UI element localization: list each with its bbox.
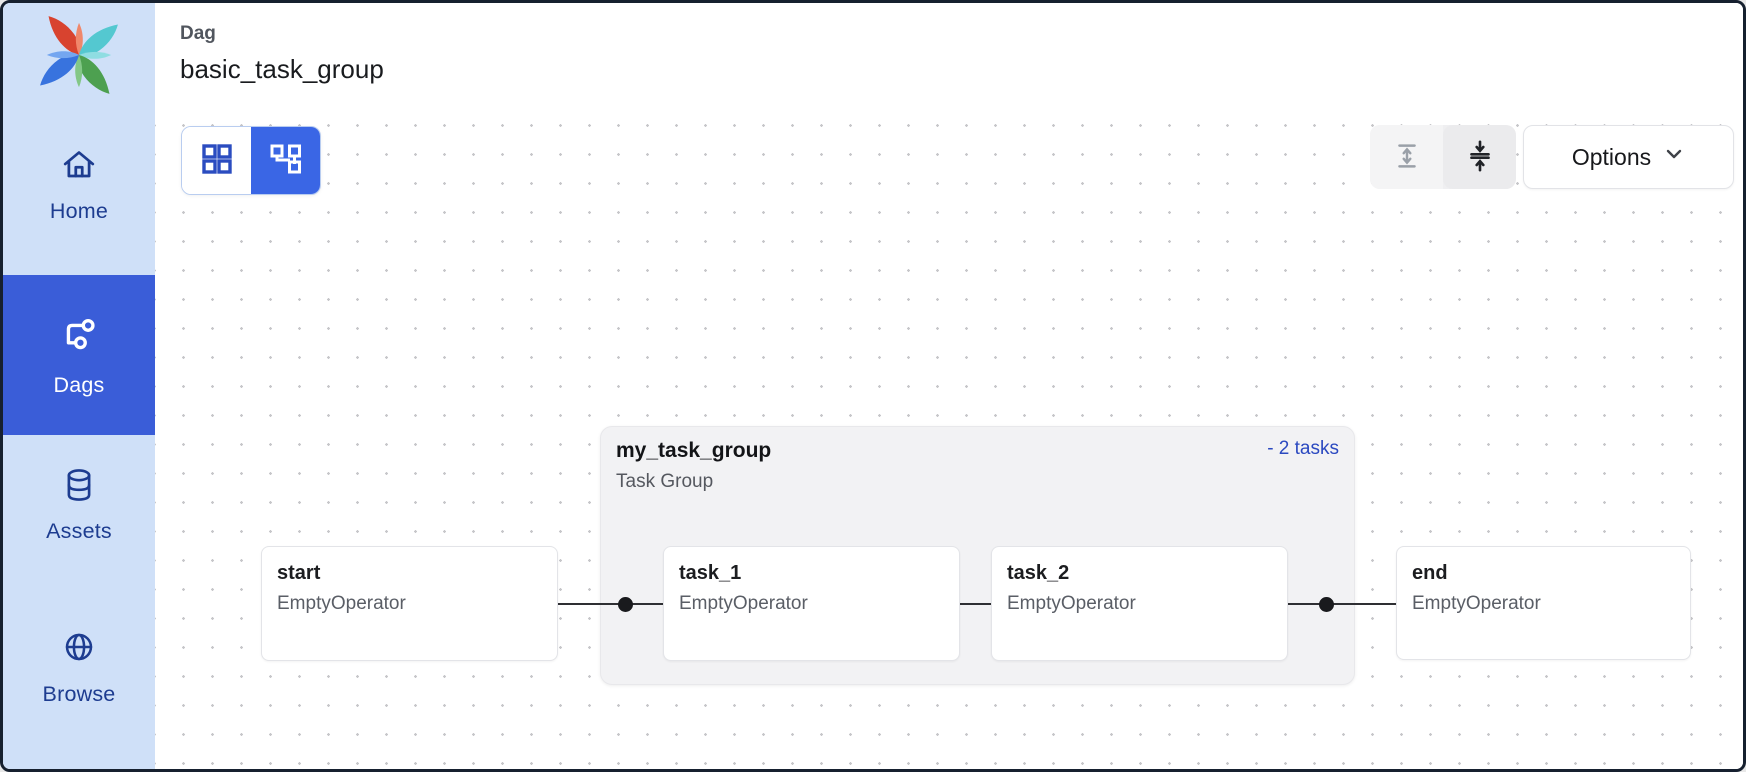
page-header: Dag basic_task_group — [180, 23, 384, 85]
grid-icon — [200, 142, 234, 179]
task-node-start[interactable]: start EmptyOperator — [261, 546, 558, 661]
sidebar-item-home[interactable]: Home — [3, 121, 155, 243]
expand-all-groups-button[interactable] — [1370, 125, 1443, 189]
task-node-task-2[interactable]: task_2 EmptyOperator — [991, 546, 1288, 661]
group-output-port-dot — [1318, 596, 1334, 612]
main-content: Dag basic_task_group — [155, 3, 1743, 769]
options-button[interactable]: Options — [1523, 125, 1734, 189]
task-group-subtitle: Task Group — [616, 471, 714, 492]
task-node-end[interactable]: end EmptyOperator — [1396, 546, 1691, 660]
task-operator: EmptyOperator — [277, 593, 406, 614]
sidebar-item-label: Browse — [42, 682, 116, 706]
chevron-down-icon — [1663, 143, 1685, 171]
home-icon — [56, 141, 102, 187]
task-group-title: my_task_group — [616, 439, 772, 462]
sidebar: Home Dags Assets — [3, 3, 155, 769]
edge-start-to-task1 — [558, 603, 663, 605]
edge-task1-to-task2 — [960, 603, 991, 605]
globe-icon — [56, 624, 102, 670]
collapse-all-groups-button[interactable] — [1443, 125, 1516, 189]
task-operator: EmptyOperator — [679, 593, 808, 614]
page-eyebrow: Dag — [180, 23, 216, 44]
page-title: basic_task_group — [180, 54, 384, 84]
fold-vertical-icon — [1463, 139, 1497, 176]
view-mode-toggle — [181, 126, 321, 195]
edge-task2-to-end — [1288, 603, 1396, 605]
task-node-task-1[interactable]: task_1 EmptyOperator — [663, 546, 960, 661]
task-title: start — [277, 562, 321, 584]
grid-view-button[interactable] — [182, 127, 251, 194]
unfold-vertical-icon — [1390, 139, 1424, 176]
group-input-port-dot — [617, 596, 633, 612]
sidebar-item-label: Home — [49, 198, 109, 223]
sidebar-item-browse[interactable]: Browse — [3, 603, 155, 728]
graph-canvas[interactable]: Options my_task_group Task Group - 2 tas… — [155, 103, 1743, 769]
database-icon — [57, 463, 101, 507]
graph-view-button[interactable] — [251, 127, 320, 194]
dag-icon — [55, 313, 103, 361]
options-button-label: Options — [1571, 143, 1652, 170]
task-group-collapse-toggle[interactable]: - 2 tasks — [1267, 438, 1339, 459]
sidebar-item-label: Dags — [53, 372, 105, 397]
group-fold-controls — [1370, 125, 1516, 189]
task-operator: EmptyOperator — [1007, 593, 1136, 614]
sidebar-item-label: Assets — [46, 519, 112, 543]
task-operator: EmptyOperator — [1412, 593, 1541, 614]
task-title: task_1 — [679, 562, 742, 584]
sidebar-item-dags[interactable]: Dags — [3, 275, 155, 435]
airflow-logo-icon[interactable] — [27, 11, 131, 99]
task-title: task_2 — [1007, 562, 1070, 584]
task-title: end — [1412, 562, 1448, 584]
sidebar-item-assets[interactable]: Assets — [3, 441, 155, 566]
workflow-icon — [269, 142, 303, 179]
